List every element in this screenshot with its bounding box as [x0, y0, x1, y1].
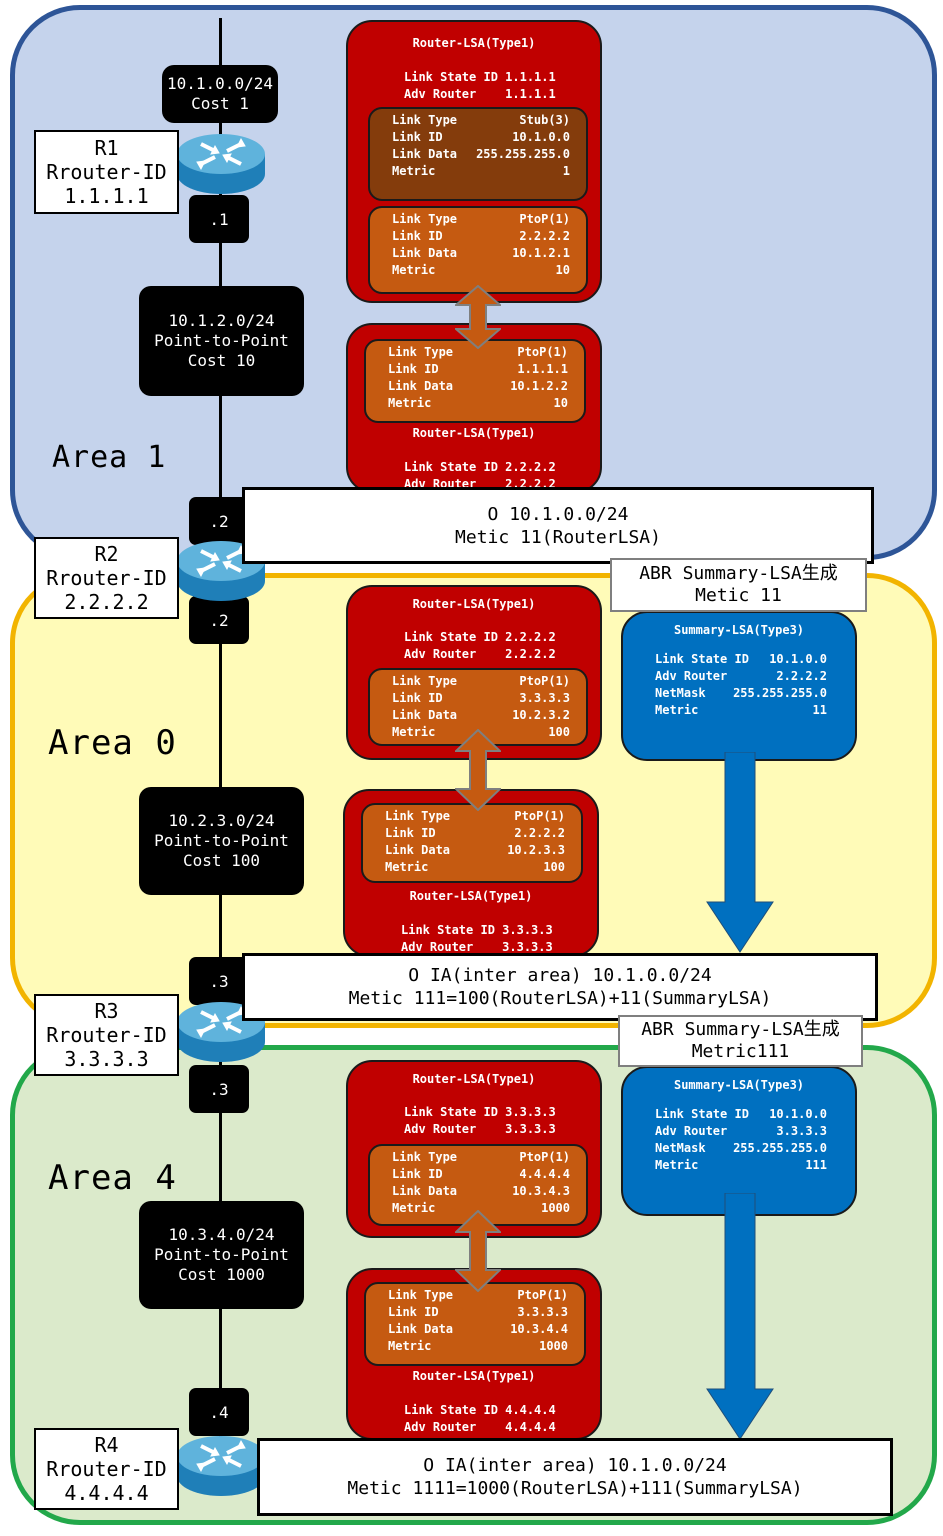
router-name: R2 — [94, 542, 119, 566]
network-10-1-0-0: 10.1.0.0/24 Cost 1 — [162, 65, 278, 123]
down-arrow-icon — [706, 1193, 774, 1440]
router-lsa-r1: Router-LSA(Type1) Link State ID 1.1.1.1 … — [346, 20, 602, 303]
route-metric: Metic 11(RouterLSA) — [455, 526, 661, 548]
route-metric: Metic 1111=1000(RouterLSA)+111(SummaryLS… — [347, 1478, 803, 1499]
router-id-label: Rrouter-ID — [46, 1023, 167, 1047]
route-entry-r3: O IA(inter area) 10.1.0.0/24 Metic 111=1… — [242, 953, 878, 1021]
network-10-1-2-0: 10.1.2.0/24 Point-to-Point Cost 10 — [139, 286, 304, 396]
lsa-adv-router: Adv Router 3.3.3.3 — [401, 940, 553, 954]
router-name: R4 — [94, 1433, 119, 1457]
router-id: 2.2.2.2 — [64, 590, 149, 614]
area-0-label: Area 0 — [48, 723, 177, 763]
network-type: Point-to-Point — [154, 1245, 289, 1264]
area-1-label: Area 1 — [52, 440, 167, 475]
router-lsa-r2-area0: Router-LSA(Type1) Link State ID 2.2.2.2 … — [346, 585, 602, 760]
lsa-link-state-id: Link State ID 4.4.4.4 — [404, 1403, 556, 1417]
interface-r2-area1: .2 — [189, 497, 249, 545]
network-cost: Cost 100 — [182, 851, 261, 870]
lsa-pair-arrow — [455, 285, 501, 349]
lsa-title: Router-LSA(Type1) — [412, 1369, 536, 1383]
lsa-link-state-id: Link State ID 3.3.3.3 — [401, 923, 553, 937]
router-name: R1 — [94, 136, 119, 160]
router-r1-label: R1 Rrouter-ID 1.1.1.1 — [34, 130, 179, 214]
router-id: 4.4.4.4 — [64, 1481, 149, 1505]
lsa-adv-router: Adv Router 3.3.3.3 — [404, 1122, 556, 1136]
abr-note-metric: Metic 11 — [695, 585, 782, 606]
route-entry-r4: O IA(inter area) 10.1.0.0/24 Metic 1111=… — [257, 1438, 893, 1516]
route-metric: Metic 111=100(RouterLSA)+11(SummaryLSA) — [348, 988, 772, 1009]
route-line: O IA(inter area) 10.1.0.0/24 — [408, 965, 712, 986]
lsa-adv-router: Adv Router 4.4.4.4 — [404, 1420, 556, 1434]
lsa-title: Router-LSA(Type1) — [412, 36, 536, 50]
lsa-pair-arrow — [455, 1210, 501, 1292]
router-id-label: Rrouter-ID — [46, 566, 167, 590]
network-type: Point-to-Point — [154, 331, 289, 350]
network-label: 10.1.2.0/24 — [168, 311, 275, 330]
network-cost: Cost 10 — [187, 351, 256, 370]
router-r4-label: R4 Rrouter-ID 4.4.4.4 — [34, 1428, 179, 1510]
network-cost: Cost 1 — [191, 94, 249, 113]
link-line — [219, 18, 222, 1458]
interface-r3-area4: .3 — [189, 1065, 249, 1113]
network-10-2-3-0: 10.2.3.0/24 Point-to-Point Cost 100 — [139, 787, 304, 895]
network-label: 10.1.0.0/24 — [167, 74, 273, 93]
lsa-adv-router: Adv Router 2.2.2.2 — [404, 647, 556, 661]
network-label: 10.3.4.0/24 — [168, 1225, 275, 1244]
lsa-title: Router-LSA(Type1) — [412, 597, 536, 611]
router-r3-label: R3 Rrouter-ID 3.3.3.3 — [34, 994, 179, 1076]
lsa-link-state-id: Link State ID 1.1.1.1 — [404, 70, 556, 84]
lsa-title: Router-LSA(Type1) — [412, 1072, 536, 1086]
router-id: 1.1.1.1 — [64, 184, 149, 208]
network-cost: Cost 1000 — [178, 1265, 265, 1284]
summary-lsa-title: Summary-LSA(Type3) — [673, 623, 805, 637]
interface-r4: .4 — [189, 1388, 249, 1436]
lsa-pair-arrow — [455, 729, 501, 811]
router-icon — [177, 134, 265, 194]
network-label: 10.2.3.0/24 — [168, 811, 275, 830]
abr-note-area0: ABR Summary-LSA生成 Metic 11 — [610, 558, 867, 612]
lsa-link-state-id: Link State ID 3.3.3.3 — [404, 1105, 556, 1119]
abr-note-text: ABR Summary-LSA生成 — [641, 1019, 840, 1040]
down-arrow-icon — [706, 752, 774, 953]
lsa-title: Router-LSA(Type1) — [409, 889, 533, 903]
interface-r2-area0: .2 — [189, 596, 249, 644]
abr-note-area4: ABR Summary-LSA生成 Metric111 — [618, 1015, 863, 1067]
lsa-adv-router: Adv Router 1.1.1.1 — [404, 87, 556, 101]
router-icon — [177, 1436, 265, 1496]
router-id-label: Rrouter-ID — [46, 1457, 167, 1481]
summary-lsa-title: Summary-LSA(Type3) — [673, 1078, 805, 1092]
abr-note-text: ABR Summary-LSA生成 — [639, 563, 838, 584]
route-line: O 10.1.0.0/24 — [487, 503, 629, 525]
area-4-label: Area 4 — [48, 1158, 177, 1198]
abr-note-metric: Metric111 — [691, 1041, 790, 1062]
network-type: Point-to-Point — [154, 831, 289, 850]
router-id: 3.3.3.3 — [64, 1047, 149, 1071]
interface-r1: .1 — [189, 195, 249, 243]
network-10-3-4-0: 10.3.4.0/24 Point-to-Point Cost 1000 — [139, 1201, 304, 1309]
router-name: R3 — [94, 999, 119, 1023]
router-r2-label: R2 Rrouter-ID 2.2.2.2 — [34, 537, 179, 619]
lsa-link-state-id: Link State ID 2.2.2.2 — [404, 460, 556, 474]
route-line: O IA(inter area) 10.1.0.0/24 — [423, 1455, 727, 1476]
route-entry-r2: O 10.1.0.0/24 Metic 11(RouterLSA) — [242, 487, 874, 564]
lsa-title: Router-LSA(Type1) — [412, 426, 536, 440]
router-id-label: Rrouter-ID — [46, 160, 167, 184]
lsa-link-state-id: Link State ID 2.2.2.2 — [404, 630, 556, 644]
interface-r3-area0: .3 — [189, 957, 249, 1005]
